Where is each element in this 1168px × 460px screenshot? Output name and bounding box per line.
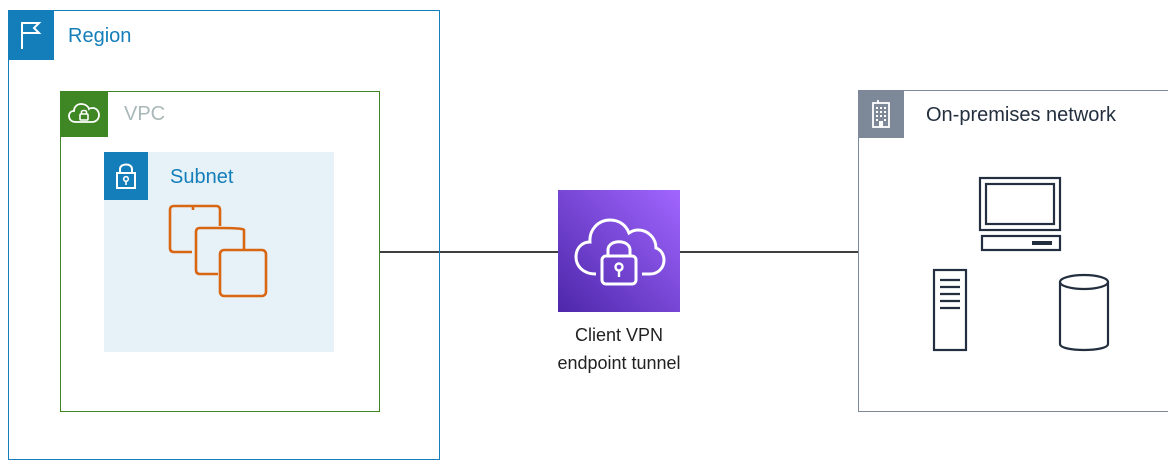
cloud-lock-icon xyxy=(68,103,100,123)
building-icon xyxy=(872,100,890,128)
flag-icon xyxy=(21,22,42,49)
connection-lines xyxy=(380,251,858,253)
vpn-cloud-lock-icon xyxy=(574,218,666,286)
client-computer-icon xyxy=(978,176,1062,252)
onprem-label: On-premises network xyxy=(926,104,1117,126)
server-icon xyxy=(932,268,968,352)
vpc-label: VPC xyxy=(124,103,166,125)
onprem-icon-tile xyxy=(858,90,904,138)
region-label: Region xyxy=(68,25,132,47)
subnet-label: Subnet xyxy=(170,166,234,188)
instances-icon xyxy=(168,204,268,298)
region-icon-tile xyxy=(8,10,54,60)
database-icon xyxy=(1058,273,1110,352)
onprem-group xyxy=(858,90,1168,412)
vpc-group xyxy=(60,91,380,412)
padlock-icon xyxy=(116,163,136,189)
client-vpn-label-line2: endpoint tunnel xyxy=(557,353,681,373)
subnet-icon-tile xyxy=(104,152,148,200)
client-vpn-label-line1: Client VPN xyxy=(574,325,664,345)
client-vpn-endpoint xyxy=(558,190,680,312)
vpc-icon-tile xyxy=(60,91,108,137)
